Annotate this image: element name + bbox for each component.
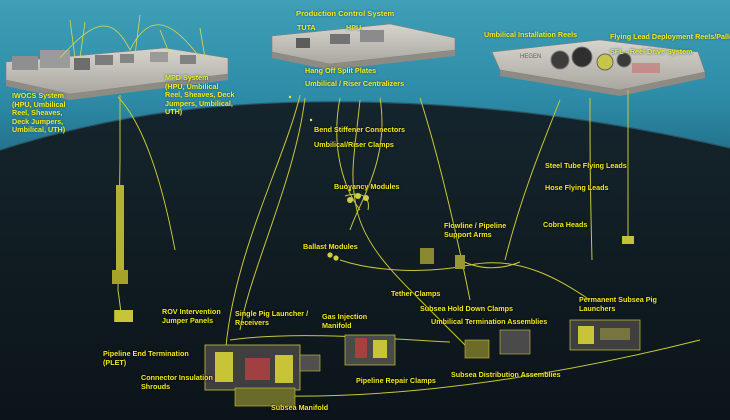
label-pipeline-end-termination: Pipeline End Termination (PLET) <box>103 349 189 367</box>
buoyancy-modules <box>327 193 369 261</box>
vessel-reels: HEGEN <box>491 39 706 96</box>
label-hose-flying-leads: Hose Flying Leads <box>545 183 609 192</box>
label-umbilical-installation-reels: Umbilical Installation Reels <box>484 30 578 39</box>
label-mpd-system: MPD System (HPU, Umbilical Reel, Sheaves… <box>165 73 235 117</box>
label-cobra-heads: Cobra Heads <box>543 220 588 229</box>
label-gas-injection-manifold: Gas Injection Manifold <box>322 312 368 330</box>
label-pipeline-repair-clamps: Pipeline Repair Clamps <box>356 376 436 385</box>
label-production-control-system: Production Control System <box>296 9 395 18</box>
vessel-production-control <box>271 23 456 70</box>
label-tether-clamps: Tether Clamps <box>391 289 441 298</box>
seabed-equipment <box>115 236 641 407</box>
label-permanent-subsea-pig-launchers: Permanent Subsea Pig Launchers <box>579 295 657 313</box>
label-subsea-manifold: Subsea Manifold <box>271 403 329 412</box>
label-tuta: TUTA <box>297 23 316 32</box>
label-flying-lead-deployment-reels: Flying Lead Deployment Reels/Pallets <box>610 32 730 41</box>
label-flowline-support-arms: Flowline / Pipeline Support Arms <box>444 221 507 239</box>
annotation-markers <box>288 95 352 192</box>
label-buoyancy-modules: Buoyancy Modules <box>334 182 400 191</box>
label-rov-intervention-jumper-panels: ROV Intervention Jumper Panels <box>162 307 221 325</box>
label-single-pig-launcher: Single Pig Launcher / Receivers <box>235 309 309 327</box>
label-steel-tube-flying-leads: Steel Tube Flying Leads <box>545 161 627 170</box>
label-hang-off-split-plates: Hang Off Split Plates <box>305 66 377 75</box>
label-umbilical-riser-centralizers: Umbilical / Riser Centralizers <box>305 79 405 88</box>
waterline <box>0 101 730 420</box>
vessel-iwocs <box>5 14 229 100</box>
label-bend-stiffener-connectors: Bend Stiffener Connectors <box>314 125 406 134</box>
label-connector-insulation-shrouds: Connector Insulation Shrouds <box>141 373 213 391</box>
label-ballast-modules: Ballast Modules <box>303 242 358 251</box>
label-subsea-distribution-assemblies: Subsea Distribution Assemblies <box>451 370 561 379</box>
svg-text:HEGEN: HEGEN <box>520 54 541 60</box>
label-umbilical-riser-clamps: Umbilical/Riser Clamps <box>314 140 394 149</box>
label-hpu: HPU <box>346 23 362 32</box>
label-umbilical-termination-assemblies: Umbilical Termination Assemblies <box>431 317 548 326</box>
label-sfl-reel-drive-system: SFL - Reel Drive System <box>610 47 693 56</box>
label-subsea-hold-down-clamps: Subsea Hold Down Clamps <box>420 304 514 313</box>
label-iwocs-system: IWOCS System (HPU, Umbilical Reel, Sheav… <box>12 91 66 135</box>
